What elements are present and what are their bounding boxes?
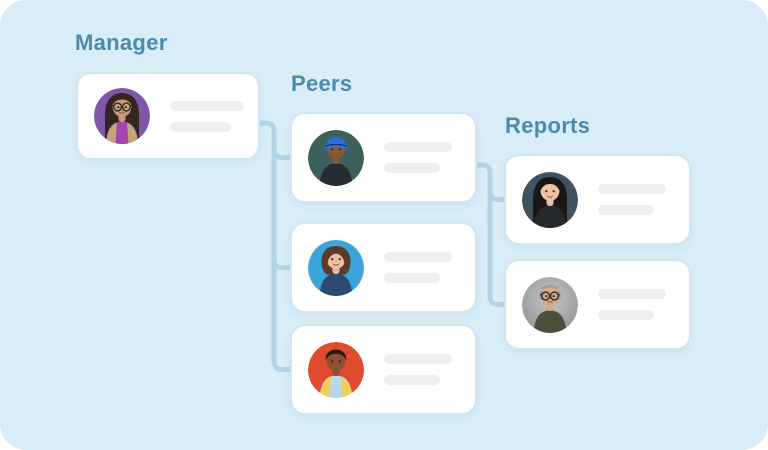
connector-peer1-to-report2 <box>475 162 506 307</box>
placeholder-text-lines <box>598 289 666 320</box>
name-placeholder-line <box>598 289 666 299</box>
avatar-peer-3 <box>308 341 364 398</box>
connector-branch-to-report1 <box>487 191 506 202</box>
placeholder-text-lines <box>384 252 452 283</box>
avatar-report-1 <box>522 171 578 228</box>
placeholder-text-lines <box>384 354 452 385</box>
name-placeholder-line <box>384 142 452 152</box>
placeholder-text-lines <box>598 184 666 215</box>
peer-person-card-1[interactable] <box>290 112 477 203</box>
name-placeholder-line <box>598 184 666 194</box>
connector-branch-to-peer2 <box>271 259 292 270</box>
avatar-peer-2 <box>308 239 364 296</box>
section-title-manager: Manager <box>75 30 168 55</box>
peer-person-card-2[interactable] <box>290 222 477 313</box>
avatar-peer-1 <box>308 129 364 186</box>
name-placeholder-line <box>384 354 452 364</box>
name-placeholder-line <box>170 100 244 111</box>
title-placeholder-line <box>384 273 440 283</box>
manager-person-card[interactable] <box>76 72 260 160</box>
title-placeholder-line <box>598 310 654 320</box>
name-placeholder-line <box>384 252 452 262</box>
section-title-reports: Reports <box>505 113 591 138</box>
report-person-card-2[interactable] <box>504 259 691 350</box>
peer-person-card-3[interactable] <box>290 324 477 415</box>
connector-manager-to-peer3 <box>258 120 292 372</box>
title-placeholder-line <box>384 375 440 385</box>
connector-branch-to-peer1 <box>271 149 292 160</box>
title-placeholder-line <box>170 121 231 132</box>
avatar-report-2 <box>522 276 578 333</box>
report-person-card-1[interactable] <box>504 154 691 245</box>
section-title-peers: Peers <box>291 71 353 96</box>
avatar-manager <box>94 88 150 144</box>
title-placeholder-line <box>598 205 654 215</box>
placeholder-text-lines <box>170 100 244 132</box>
title-placeholder-line <box>384 163 440 173</box>
placeholder-text-lines <box>384 142 452 173</box>
